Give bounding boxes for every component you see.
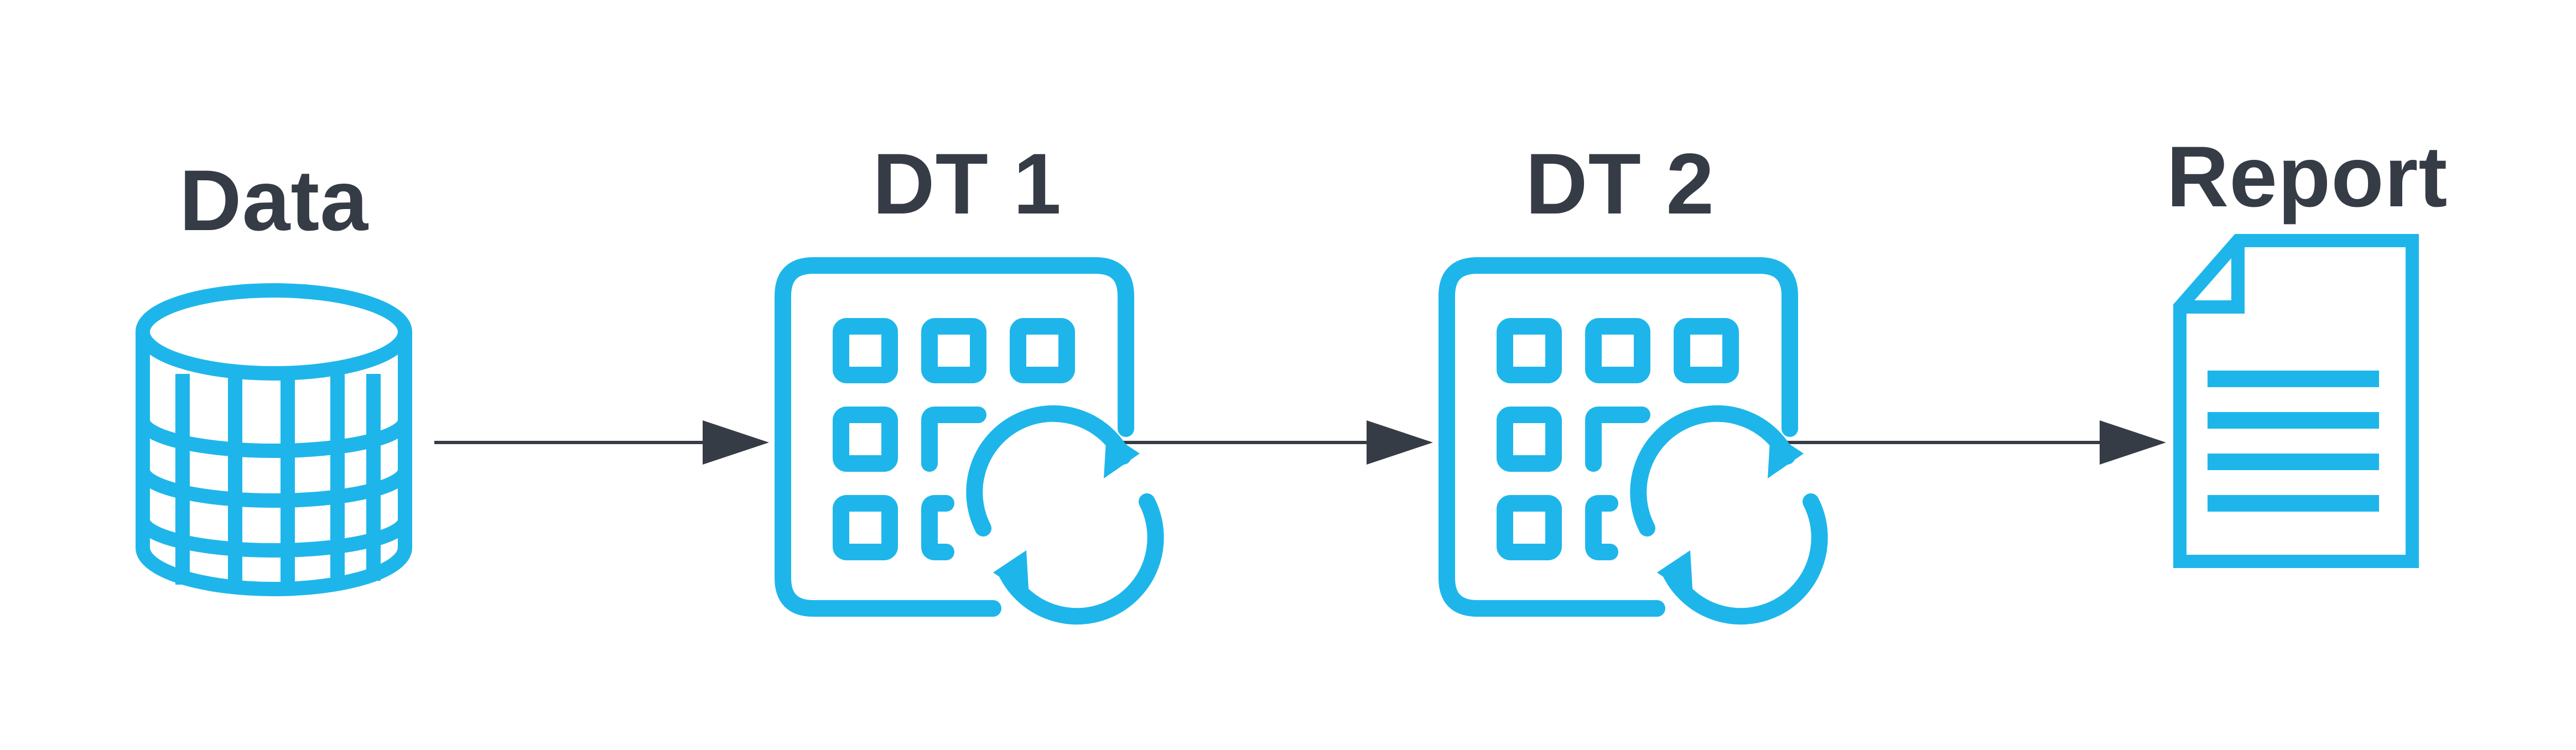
- arrow-dt2-to-report: [1786, 420, 2166, 465]
- dt1-label: DT 1: [872, 136, 1062, 232]
- database-icon: [136, 283, 412, 596]
- arrow-data-to-dt1: [434, 420, 769, 465]
- arrow-dt1-to-dt2: [1123, 420, 1433, 465]
- data-label: Data: [179, 153, 369, 249]
- dt2-label: DT 2: [1525, 136, 1715, 232]
- dynamic-table-refresh-icon: [1438, 257, 1828, 625]
- dynamic-table-refresh-icon: [775, 257, 1164, 625]
- document-icon: [2173, 234, 2419, 568]
- report-label: Report: [2166, 129, 2448, 225]
